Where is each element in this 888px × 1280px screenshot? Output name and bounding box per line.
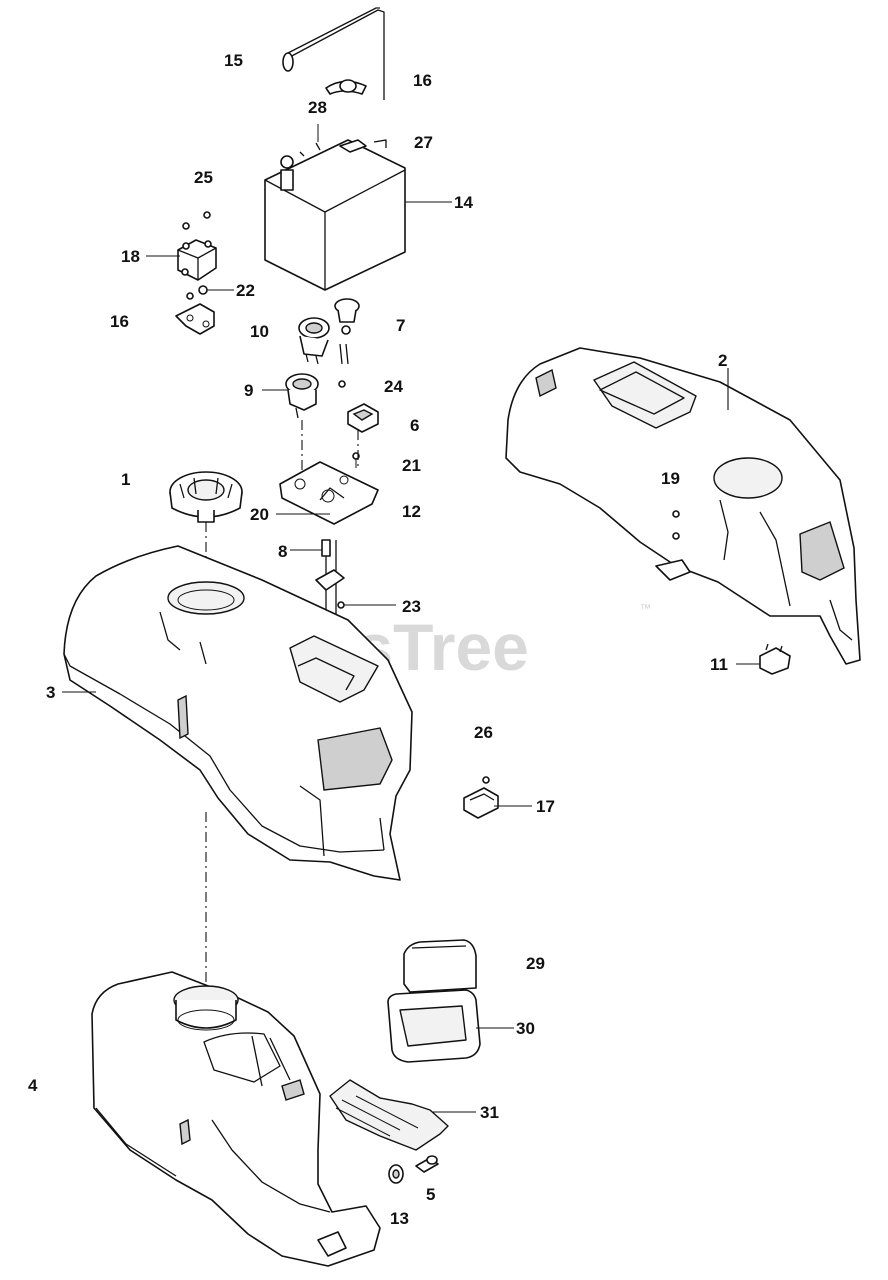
callout-1: 1 xyxy=(121,470,130,489)
part-11-clip[interactable] xyxy=(759,643,791,675)
callout-13: 13 xyxy=(390,1209,409,1228)
part-25-screws[interactable] xyxy=(182,211,211,230)
part-30-bezel[interactable] xyxy=(387,989,481,1063)
part-7-knob[interactable] xyxy=(334,298,360,365)
callout-22: 22 xyxy=(236,281,255,300)
part-3-body-shroud[interactable] xyxy=(63,545,413,881)
callout-27: 27 xyxy=(414,133,433,152)
callout-15: 15 xyxy=(224,51,243,70)
callout-17: 17 xyxy=(536,797,555,816)
callout-9: 9 xyxy=(244,381,253,400)
part-13-grommet[interactable] xyxy=(388,1164,404,1184)
callout-21: 21 xyxy=(402,456,421,475)
callout-23: 23 xyxy=(402,597,421,616)
callout-8: 8 xyxy=(278,542,287,561)
part-6-switch[interactable] xyxy=(347,403,379,433)
watermark-trademark: ™ xyxy=(640,603,651,615)
part-10-ignition-switch[interactable] xyxy=(298,317,330,365)
callout-2: 2 xyxy=(718,351,727,370)
callout-12: 12 xyxy=(402,502,421,521)
callout-26: 26 xyxy=(474,723,493,742)
callout-18: 18 xyxy=(121,247,140,266)
part-12-control-plate[interactable] xyxy=(279,461,379,525)
callout-10: 10 xyxy=(250,322,269,341)
callout-16: 16 xyxy=(413,71,432,90)
part-24-pin[interactable] xyxy=(338,380,346,388)
callout-7: 7 xyxy=(396,316,405,335)
callout-labels: 15 16 28 27 25 14 18 22 16 10 7 2 9 24 6… xyxy=(28,51,728,1228)
part-16-hold-down-bracket[interactable] xyxy=(325,79,367,95)
callout-31: 31 xyxy=(480,1103,499,1122)
part-1-fuel-cap[interactable] xyxy=(169,471,243,523)
callout-24: 24 xyxy=(384,377,403,396)
part-2-rear-body[interactable] xyxy=(505,347,861,665)
part-5-fitting[interactable] xyxy=(415,1155,439,1173)
part-31-shield[interactable] xyxy=(329,1079,449,1151)
callout-20: 20 xyxy=(250,505,269,524)
callout-11: 11 xyxy=(710,655,728,674)
part-4-fuel-tank[interactable] xyxy=(91,971,381,1267)
part-29-cover[interactable] xyxy=(403,939,477,993)
part-15-battery-rod[interactable] xyxy=(282,7,385,100)
part-18-solenoid[interactable] xyxy=(177,239,217,281)
callout-25: 25 xyxy=(194,168,213,187)
part-26-screw[interactable] xyxy=(482,776,490,784)
part-22-nut[interactable] xyxy=(186,285,208,300)
callout-6: 6 xyxy=(410,416,419,435)
callout-16: 16 xyxy=(110,312,129,331)
callout-3: 3 xyxy=(46,683,55,702)
part-17-bracket[interactable] xyxy=(463,787,499,819)
callout-30: 30 xyxy=(516,1019,535,1038)
part-16-mount-bracket[interactable] xyxy=(175,303,215,335)
part-9-switch[interactable] xyxy=(285,373,319,419)
callout-14: 14 xyxy=(454,193,473,212)
callout-4: 4 xyxy=(28,1076,38,1095)
callout-19: 19 xyxy=(661,469,680,488)
callout-28: 28 xyxy=(308,98,327,117)
callout-5: 5 xyxy=(426,1185,435,1204)
callout-29: 29 xyxy=(526,954,545,973)
part-14-battery[interactable] xyxy=(264,139,406,291)
